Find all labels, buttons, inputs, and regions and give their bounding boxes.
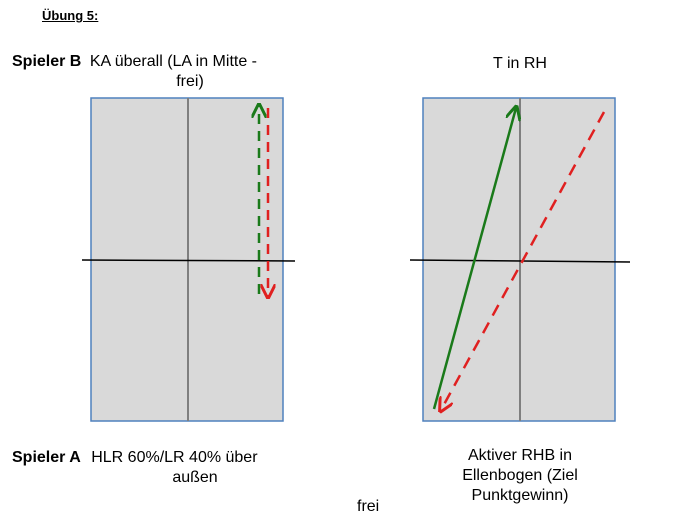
left-caption-bottom-line1: HLR 60%/LR 40% über — [91, 449, 258, 466]
right-table — [409, 97, 631, 422]
left-caption-top-line1: KA überall (LA in Mitte - — [89, 53, 257, 70]
footer-text: frei — [357, 498, 380, 515]
right-caption-top: T in RH — [493, 55, 547, 72]
right-net — [409, 259, 631, 263]
exercise-title: Übung 5: — [42, 8, 99, 23]
left-caption-top: Spieler B KA überall (LA in Mitte - — [12, 52, 257, 72]
left-caption-bottom-line2: außen — [172, 469, 218, 486]
left-caption-bottom: Spieler A HLR 60%/LR 40% über — [12, 448, 258, 468]
right-caption-bottom-line2: Ellenbogen (Ziel — [462, 467, 578, 484]
right-caption-bottom-line1: Aktiver RHB in — [467, 447, 573, 464]
right-red-arrow — [441, 111, 606, 410]
left-table — [81, 97, 296, 422]
left-caption-top-line2: frei) — [176, 73, 204, 90]
player-b-label: Spieler B — [12, 53, 82, 70]
right-green-arrow — [432, 108, 516, 410]
player-a-label: Spieler A — [12, 449, 81, 466]
right-caption-bottom-line3: Punktgewinn) — [471, 487, 569, 504]
left-net — [81, 259, 296, 262]
